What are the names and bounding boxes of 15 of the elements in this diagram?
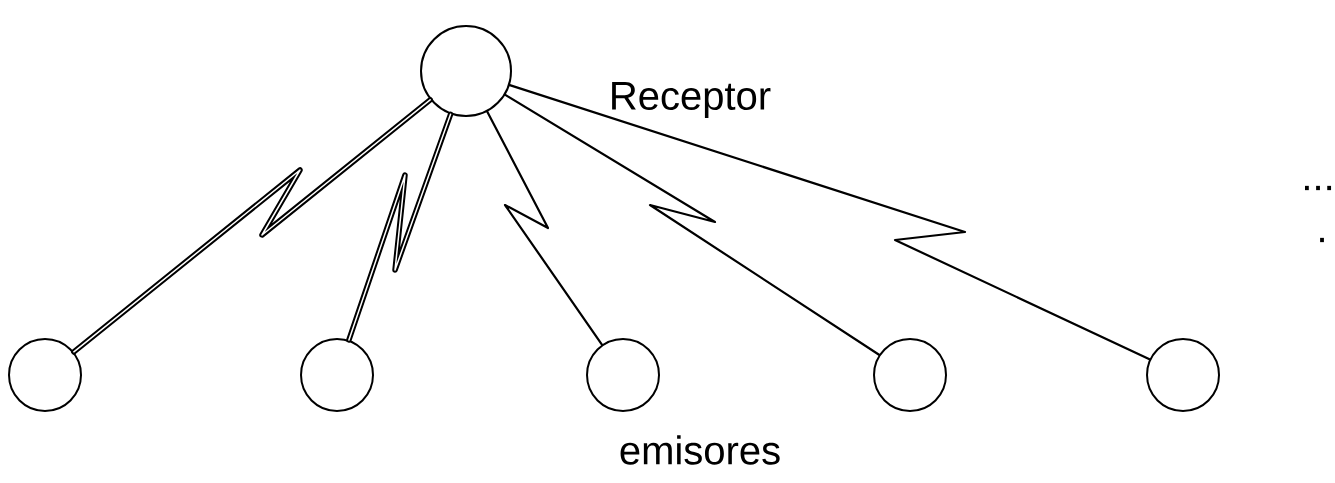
circle-node: [420, 25, 512, 117]
node-label: Receptor: [612, 82, 771, 118]
zigzag-link: [508, 84, 1151, 361]
circle-node: [1146, 338, 1220, 412]
circle-node: [873, 338, 947, 412]
caption-text: .: [1320, 237, 1324, 243]
caption-text: emisores: [620, 435, 780, 465]
zigzag-link: [346, 111, 454, 343]
zigzag-link: [71, 97, 433, 355]
zigzag-link: [486, 110, 603, 346]
circle-node: [586, 338, 660, 412]
circle-node: [8, 338, 82, 412]
circle-node: [300, 338, 374, 412]
caption-text: ...: [1305, 185, 1332, 191]
zigzag-link: [504, 93, 881, 356]
